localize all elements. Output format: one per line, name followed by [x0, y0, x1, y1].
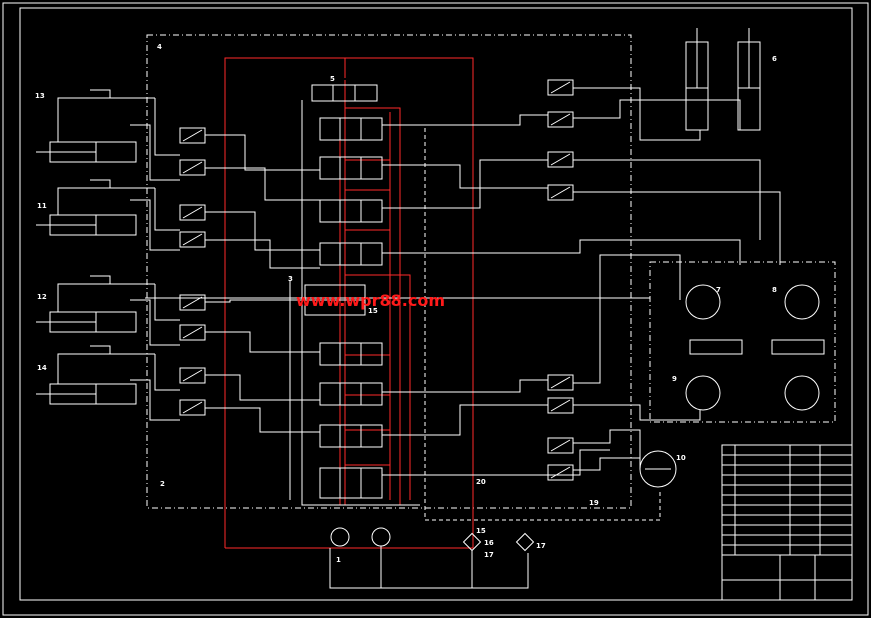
- label-15-bottom: 15: [476, 527, 486, 535]
- label-20: 20: [476, 478, 486, 486]
- directional-valve-stack: [289, 84, 420, 506]
- label-8: 8: [772, 286, 777, 294]
- label-16: 16: [484, 539, 494, 547]
- label-15-valve: 15: [368, 307, 378, 315]
- component-labels: 1 2 3 4 5 6 7 8 9 10 11 12 13 14 15 15 1…: [35, 43, 777, 564]
- label-13: 13: [35, 92, 45, 100]
- label-7: 7: [716, 286, 721, 294]
- hydraulic-motors: [639, 261, 836, 488]
- label-14: 14: [37, 364, 47, 372]
- label-17a: 17: [484, 551, 494, 559]
- label-17b: 17: [536, 542, 546, 550]
- watermark: www.wpr88.com: [296, 291, 445, 310]
- label-10: 10: [676, 454, 686, 462]
- left-relief-valves: [179, 127, 206, 416]
- label-3: 3: [288, 275, 293, 283]
- left-cylinders: [36, 89, 155, 405]
- valve-block-boundary: [146, 34, 632, 509]
- label-12: 12: [37, 293, 47, 301]
- label-4: 4: [157, 43, 162, 51]
- label-2: 2: [160, 480, 165, 488]
- label-5: 5: [330, 75, 335, 83]
- label-19: 19: [589, 499, 599, 507]
- vertical-cylinders: [685, 28, 761, 131]
- pumps-and-filters: [329, 128, 661, 589]
- label-1: 1: [336, 556, 341, 564]
- connection-lines: [130, 87, 781, 476]
- label-6: 6: [772, 55, 777, 63]
- label-11: 11: [37, 202, 47, 210]
- label-9: 9: [672, 375, 677, 383]
- right-relief-valves: [547, 79, 574, 481]
- title-block: [721, 444, 853, 601]
- inner-border: [19, 7, 853, 601]
